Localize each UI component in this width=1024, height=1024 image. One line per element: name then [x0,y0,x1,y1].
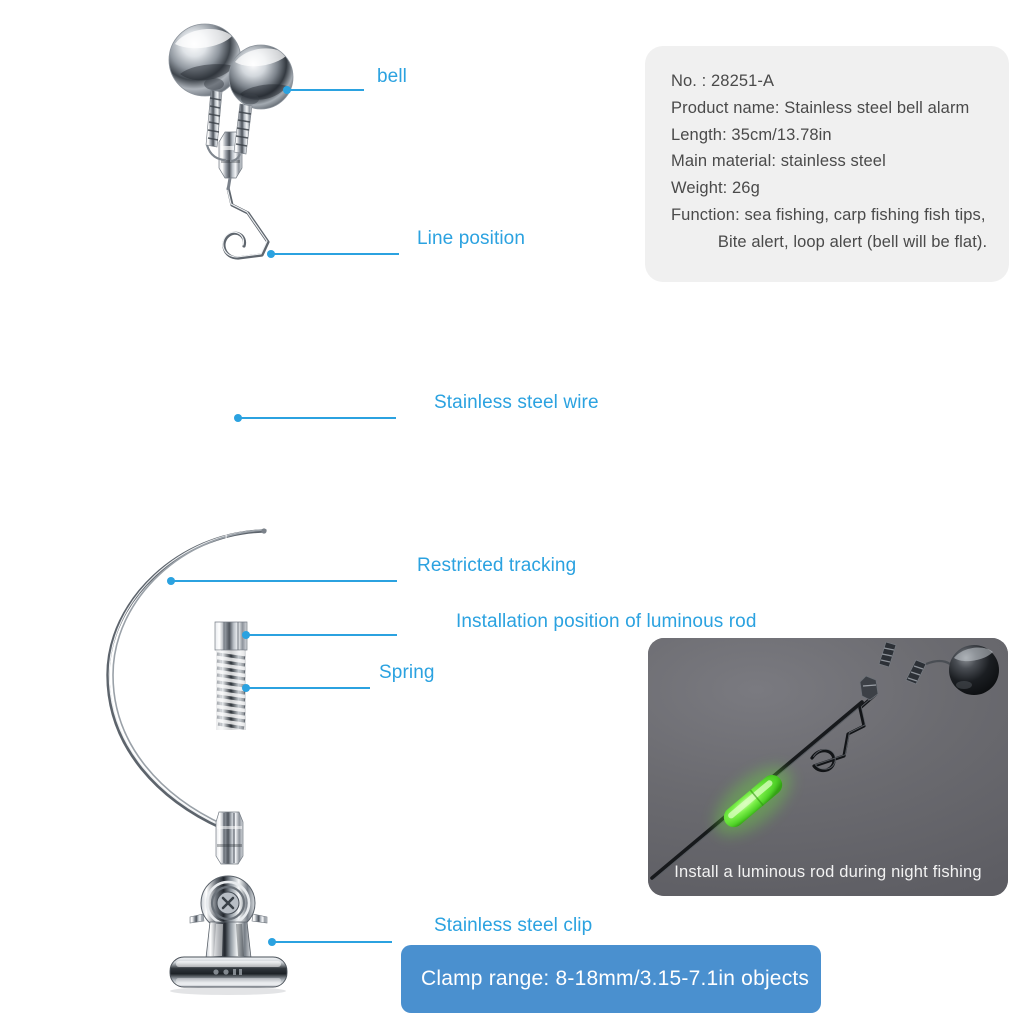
spring-coil [216,650,246,730]
bell-left [168,23,242,162]
clamp-range-banner: Clamp range: 8-18mm/3.15-7.1in objects [401,945,821,1013]
spec-line-function-cont: Bite alert, loop alert (bell will be fla… [671,232,988,251]
inset-springs [878,641,951,685]
lower-crimp-sleeve [215,811,244,865]
bell-right-spring [229,103,253,163]
callout-label-luminous-rod: Installation position of luminous rod [456,611,757,632]
inset-background [648,638,1008,896]
restricted-tracking-wire [106,528,267,830]
leader-line-spring [242,684,370,692]
spring-assembly [214,621,248,730]
leader-line-restricted-tracking [167,577,397,585]
spec-panel: No. : 28251-A Product name: Stainless st… [645,46,1009,282]
callout-label-stainless-wire: Stainless steel wire [434,392,599,413]
leader-line-stainless-wire [234,414,396,422]
spec-line-no: No. : 28251-A [671,72,775,90]
inset-swivel [859,675,879,701]
inset-bell [949,645,999,695]
leader-line-bell [283,86,364,94]
product-photo [106,23,294,995]
luminous-glow-stick [723,774,783,828]
spec-line-material: Main material: stainless steel [671,152,886,171]
leader-line-line-position [267,250,399,258]
inset-illustration [650,641,999,881]
callout-label-line-position: Line position [417,228,525,249]
leader-line-steel-clip [268,938,392,946]
spec-line-length: Length: 35cm/13.78in [671,125,832,144]
inset-photo-night-fishing: Install a luminous rod during night fish… [648,638,1008,896]
spec-line-weight: Weight: 26g [671,179,760,198]
spec-line-function: Function: sea fishing, carp fishing fish… [671,205,986,224]
inset-caption: Install a luminous rod during night fish… [674,863,982,881]
callout-label-spring: Spring [379,662,435,683]
callout-label-steel-clip: Stainless steel clip [434,915,593,936]
stainless-steel-clip [169,875,288,995]
hook-wire [810,692,878,773]
line-position-hook [222,186,270,260]
clamp-range-text: Clamp range: 8-18mm/3.15-7.1in objects [421,967,810,990]
stainless-steel-wire [225,236,232,884]
spec-line-product: Product name: Stainless steel bell alarm [671,98,970,117]
bell-left-spring [205,89,227,162]
callout-label-bell: bell [377,66,407,87]
bell-right [228,44,294,163]
callout-label-restricted-tracking: Restricted tracking [417,555,577,576]
leader-line-luminous-rod [242,631,397,639]
